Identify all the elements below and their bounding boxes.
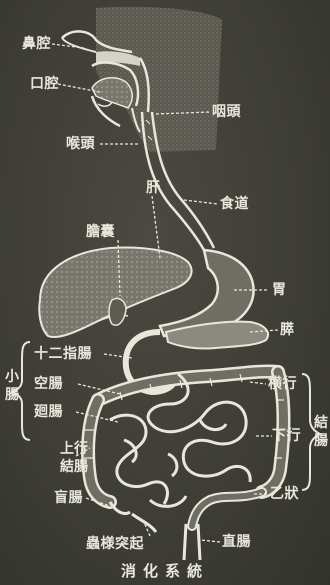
label-transverse-colon: 横行: [268, 376, 297, 392]
label-ascending-colon: 上行結腸: [58, 440, 90, 476]
label-sigmoid-colon: 乙狀: [270, 486, 299, 502]
label-descending-colon: 下行: [272, 428, 301, 444]
label-nasal-cavity: 鼻腔: [22, 36, 51, 52]
label-appendix: 蟲様突起: [86, 536, 144, 552]
appendix-shape: [132, 514, 156, 532]
label-jejunum: 空腸: [34, 376, 63, 392]
label-oral-cavity: 口腔: [30, 76, 59, 92]
label-liver: 肝: [146, 180, 161, 196]
label-esophagus: 食道: [220, 196, 249, 212]
label-colon: 結腸: [313, 414, 329, 450]
diagram-caption: 消化系統: [0, 560, 330, 581]
label-pancreas: 膵: [280, 322, 295, 338]
label-cecum: 盲腸: [54, 490, 83, 506]
label-ileum: 廻腸: [34, 404, 63, 420]
label-larynx: 喉頭: [66, 136, 95, 152]
label-pharynx: 咽頭: [212, 104, 241, 120]
label-rectum: 直腸: [222, 534, 251, 550]
label-gallbladder: 膽囊: [86, 224, 115, 240]
head-region: [62, 7, 222, 152]
label-duodenum: 十二指腸: [34, 346, 92, 362]
label-stomach: 胃: [272, 282, 287, 298]
label-small-intestine: 小腸: [4, 368, 20, 404]
gallbladder-shape: [109, 298, 126, 325]
